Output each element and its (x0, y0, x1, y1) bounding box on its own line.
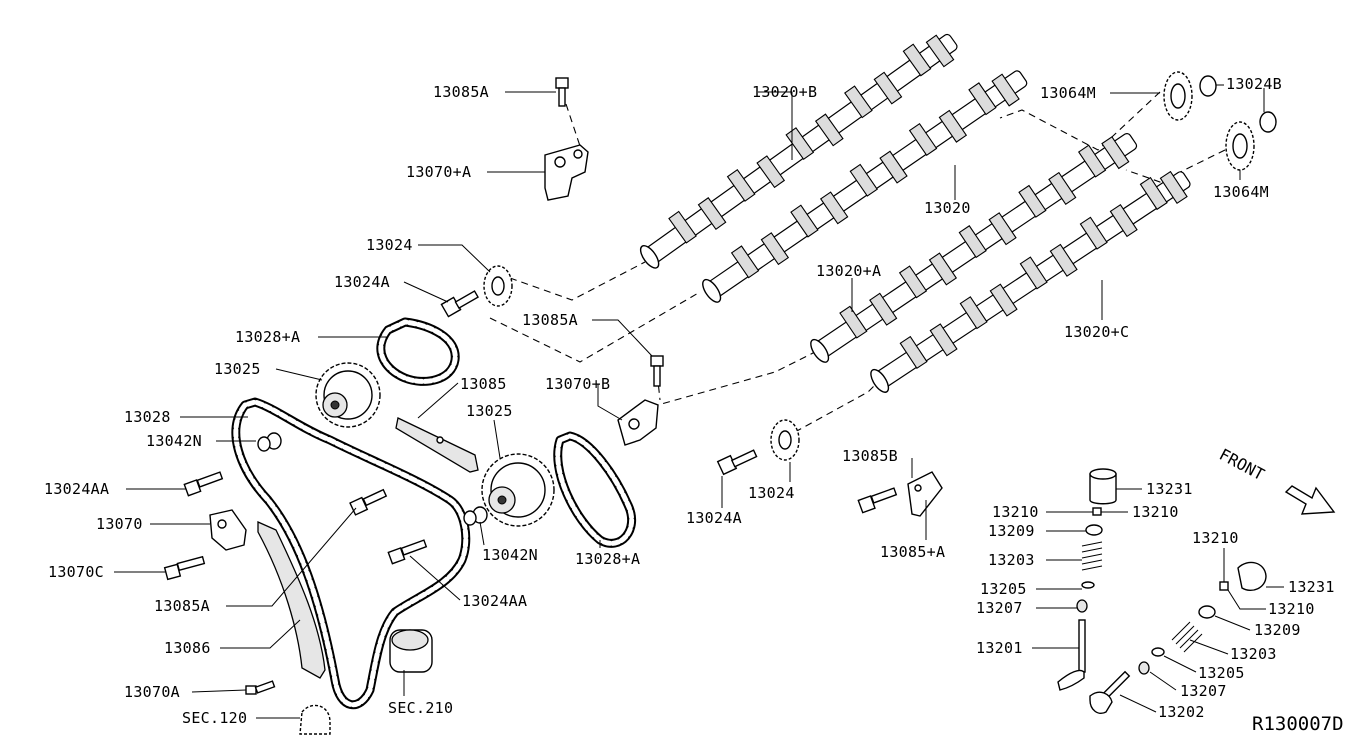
label-sec-120: SEC.120 (182, 709, 247, 727)
label-13070c: 13070C (48, 563, 104, 581)
bolt-13024aa-mid (387, 539, 428, 565)
label-13203-b: 13203 (1230, 645, 1277, 663)
label-13085b: 13085B (842, 447, 898, 465)
valve-train-set-a (1057, 468, 1117, 691)
bolt-13070a (245, 680, 276, 695)
sprocket-13024-mid (770, 419, 800, 461)
label-13024a-mid: 13024A (686, 509, 742, 527)
part-labels: 13085A 13070+A 13020+B 13064M 13024B 130… (44, 75, 1344, 735)
label-13210-c: 13210 (1192, 529, 1239, 547)
label-13064m-right: 13064M (1213, 183, 1269, 201)
label-13020: 13020 (924, 199, 971, 217)
bolt-13024b (1199, 75, 1277, 133)
washer-13042n-mid (463, 506, 488, 526)
camshaft-13020-b (639, 33, 958, 269)
front-direction-indicator: FRONT (1216, 445, 1336, 515)
label-13020-plus-c: 13020+C (1064, 323, 1129, 341)
sec-120-sprocket (299, 704, 331, 735)
label-13070-plus-b: 13070+B (545, 375, 610, 393)
label-13024a-top: 13024A (334, 273, 390, 291)
camshaft-13020 (702, 70, 1028, 303)
label-13085-plus-a: 13085+A (880, 543, 945, 561)
cam-gear-13025-left (315, 362, 381, 428)
camshaft-13020-a (810, 132, 1138, 363)
label-13070: 13070 (96, 515, 143, 533)
leader-lines (114, 84, 1284, 719)
label-13085: 13085 (460, 375, 507, 393)
label-13210-b: 13210 (1132, 503, 1179, 521)
label-13085a-mid: 13085A (522, 311, 578, 329)
sec-210-pump (389, 629, 433, 673)
label-13202: 13202 (1158, 703, 1205, 721)
label-13205-b: 13205 (1198, 664, 1245, 682)
label-13210-a: 13210 (992, 503, 1039, 521)
label-13020-plus-b: 13020+B (752, 83, 817, 101)
label-13070-plus-a: 13070+A (406, 163, 471, 181)
label-13024-mid: 13024 (748, 484, 795, 502)
bolt-13085a-mid (650, 355, 664, 387)
washer-13042n-left (257, 432, 282, 452)
label-13210-d: 13210 (1268, 600, 1315, 618)
bolt-13024a-mid (716, 449, 758, 476)
label-13086: 13086 (164, 639, 211, 657)
label-13207-a: 13207 (976, 599, 1023, 617)
slack-guide-13086 (257, 520, 326, 679)
plate-13085-plus-a (907, 471, 943, 517)
label-13205-a: 13205 (980, 580, 1027, 598)
bolt-13085b (857, 487, 898, 514)
label-13024-top: 13024 (366, 236, 413, 254)
valve-train-set-b (1089, 561, 1267, 714)
label-13042n-left: 13042N (146, 432, 202, 450)
label-13025-left: 13025 (214, 360, 261, 378)
label-13207-b: 13207 (1180, 682, 1227, 700)
label-13024aa-mid: 13024AA (462, 592, 527, 610)
sprocket-13064m-top (1163, 71, 1193, 121)
solenoid-13070-b (617, 399, 659, 446)
tensioner-13070 (209, 509, 247, 551)
camshaft-13020-c (870, 170, 1191, 393)
front-label: FRONT (1216, 445, 1268, 485)
bolt-13024aa-left (183, 471, 224, 497)
cam-gear-13025-mid (481, 453, 555, 527)
label-13085a-top: 13085A (433, 83, 489, 101)
bolt-13070c (163, 555, 206, 581)
guide-13085 (395, 417, 479, 473)
label-13028-plus-a-mid: 13028+A (575, 550, 640, 568)
chain-13028-a-mid (553, 431, 637, 548)
bolt-13085a-low (349, 488, 388, 516)
bolt-13024a-top (440, 290, 479, 318)
label-13024b: 13024B (1226, 75, 1282, 93)
label-13085a-low: 13085A (154, 597, 210, 615)
label-13231-b: 13231 (1288, 578, 1335, 596)
label-13070a: 13070A (124, 683, 180, 701)
label-13231-top: 13231 (1146, 480, 1193, 498)
solenoid-13070-a-plus (544, 144, 589, 201)
label-13024aa-left: 13024AA (44, 480, 109, 498)
label-13020-plus-a: 13020+A (816, 262, 881, 280)
label-13025-mid: 13025 (466, 402, 513, 420)
label-13064m-top: 13064M (1040, 84, 1096, 102)
reference-code: R130007D (1252, 713, 1344, 735)
label-13042n-mid: 13042N (482, 546, 538, 564)
label-13201: 13201 (976, 639, 1023, 657)
label-sec-210: SEC.210 (388, 699, 453, 717)
sprocket-13024-top (483, 265, 513, 307)
chain-13028-primary (231, 397, 471, 710)
label-13028: 13028 (124, 408, 171, 426)
chain-13028-a-top (376, 317, 460, 386)
label-13203-a: 13203 (988, 551, 1035, 569)
label-13028-plus-a-top: 13028+A (235, 328, 300, 346)
label-13209-a: 13209 (988, 522, 1035, 540)
bolt-13085a-top (555, 77, 569, 107)
label-13209-b: 13209 (1254, 621, 1301, 639)
sprocket-13064m-right (1225, 121, 1255, 171)
